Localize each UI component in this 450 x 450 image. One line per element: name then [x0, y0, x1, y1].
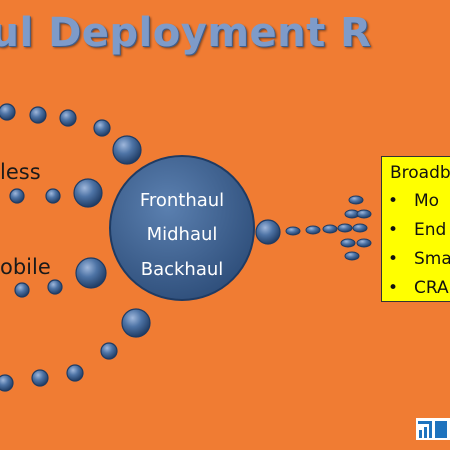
bubble-dot: [255, 219, 281, 245]
arrow-dot: [337, 223, 353, 233]
bubble-dot: [0, 374, 14, 392]
hub-line-fronthaul: Fronthaul: [140, 190, 224, 211]
bubble-dot: [66, 364, 84, 382]
bullet-icon: •: [388, 220, 399, 240]
bubble-dot: [9, 188, 25, 204]
panel-list-item: •Sma: [388, 249, 450, 269]
panel-list-item: •End: [388, 220, 447, 240]
panel-title: Broadb: [390, 163, 450, 183]
bubble-dot: [59, 109, 77, 127]
bubble-dot: [73, 178, 103, 208]
bubble-dot: [31, 369, 49, 387]
mobile-label: obile: [0, 255, 51, 279]
hub-circle: Fronthaul Midhaul Backhaul: [109, 155, 255, 301]
bubble-dot: [29, 106, 47, 124]
arrow-dot: [340, 238, 356, 248]
arrow-group: [285, 195, 372, 261]
arrow-dot: [344, 251, 360, 261]
arrow-dot: [356, 238, 372, 248]
bubble-dot: [75, 257, 107, 289]
hub-line-backhaul: Backhaul: [141, 259, 224, 280]
hub-line-midhaul: Midhaul: [147, 224, 218, 245]
arrow-dot: [322, 224, 338, 234]
arrow-dot: [348, 195, 364, 205]
bubble-dot: [93, 119, 111, 137]
wireless-label: less: [0, 160, 41, 184]
bubble-trail-group: [0, 103, 281, 392]
bubble-dot: [45, 188, 61, 204]
broadband-panel: Broadb •Mo •End •Sma •CRA: [381, 156, 450, 302]
panel-list-item: •Mo: [388, 191, 440, 211]
page-title: haul Deployment R: [0, 10, 372, 56]
arrow-dot: [352, 223, 368, 233]
bullet-icon: •: [388, 191, 399, 211]
bullet-icon: •: [388, 249, 399, 269]
arrow-dot: [285, 226, 301, 236]
bubble-dot: [0, 103, 16, 121]
arrow-dot: [356, 209, 372, 219]
bar-chart-logo-icon: [416, 418, 450, 440]
panel-list-item: •CRA: [388, 278, 449, 298]
bubble-dot: [100, 342, 118, 360]
bullet-icon: •: [388, 278, 399, 298]
bubble-dot: [14, 282, 30, 298]
bubble-dot: [112, 135, 142, 165]
bubble-dot: [121, 308, 151, 338]
panel-list: •Mo •End •Sma •CRA: [388, 191, 450, 307]
bubble-dot: [47, 279, 63, 295]
arrow-dot: [305, 225, 321, 235]
